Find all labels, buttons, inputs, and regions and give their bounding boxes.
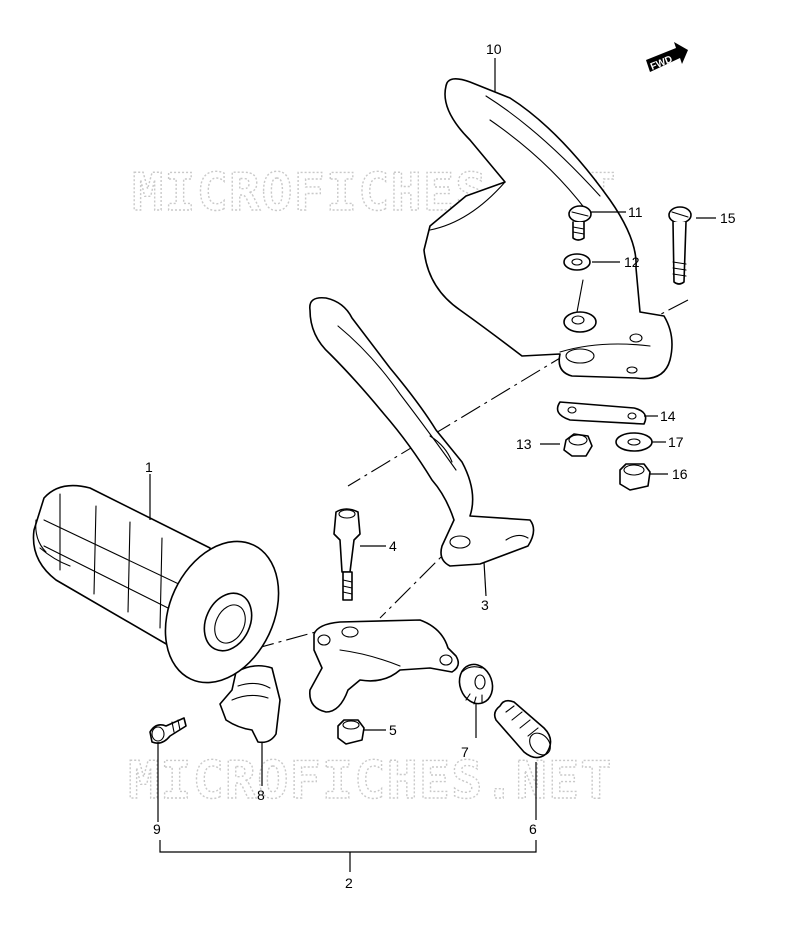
washer-part-12 bbox=[563, 253, 591, 271]
lever-part-3 bbox=[309, 296, 535, 567]
bolt-part-11 bbox=[568, 205, 592, 241]
callout-labels: 1 2 3 4 5 6 7 8 9 10 11 12 13 14 15 16 1… bbox=[145, 41, 736, 891]
callout-15: 15 bbox=[720, 210, 736, 226]
callout-5: 5 bbox=[389, 722, 397, 738]
callout-13: 13 bbox=[516, 436, 532, 452]
nut-part-13 bbox=[563, 433, 593, 457]
fwd-arrow-icon: FWD bbox=[646, 42, 688, 73]
pivot-bolt-part-4 bbox=[333, 508, 361, 601]
nut-part-5 bbox=[337, 719, 365, 745]
spacer-part bbox=[563, 311, 597, 333]
callout-8: 8 bbox=[257, 787, 265, 803]
callout-4: 4 bbox=[389, 538, 397, 554]
adjuster-nut-part-7 bbox=[458, 663, 494, 705]
callout-16: 16 bbox=[672, 466, 688, 482]
callout-12: 12 bbox=[624, 254, 640, 270]
callout-11: 11 bbox=[628, 204, 643, 220]
adjuster-screw-part-6 bbox=[493, 699, 552, 759]
hand-guard-part bbox=[423, 78, 673, 380]
callout-3: 3 bbox=[481, 597, 489, 613]
axis-line-upper bbox=[347, 351, 571, 487]
callout-17: 17 bbox=[668, 434, 684, 450]
callout-10: 10 bbox=[486, 41, 502, 57]
washer-part-17 bbox=[615, 432, 653, 452]
plate-part-14 bbox=[556, 401, 647, 425]
grip-part-1 bbox=[32, 484, 280, 684]
callout-6: 6 bbox=[529, 821, 537, 837]
long-bolt-part-15 bbox=[668, 206, 692, 285]
guide-line-12 bbox=[576, 279, 584, 313]
screw-part-9 bbox=[149, 717, 187, 744]
clamp-part-8 bbox=[219, 664, 281, 744]
nut-part-16 bbox=[619, 463, 651, 491]
callout-9: 9 bbox=[153, 821, 161, 837]
lever-holder-part bbox=[309, 619, 460, 713]
callout-1: 1 bbox=[145, 459, 153, 475]
callout-2: 2 bbox=[345, 875, 353, 891]
watermark-bottom: MICROFICHES.NET bbox=[128, 751, 613, 811]
callout-7: 7 bbox=[461, 744, 469, 760]
callout-14: 14 bbox=[660, 408, 676, 424]
leader-lines bbox=[149, 58, 716, 872]
fwd-label: FWD bbox=[649, 54, 674, 73]
